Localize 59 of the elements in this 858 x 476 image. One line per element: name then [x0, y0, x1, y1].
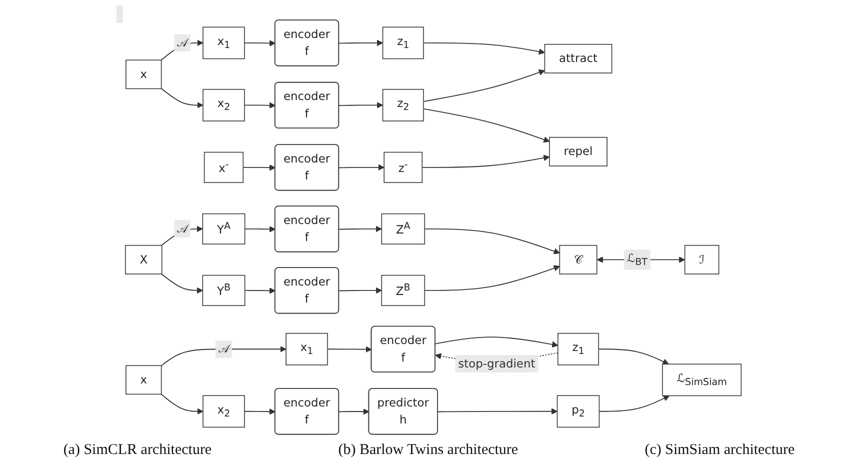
- arrow: [160, 394, 204, 415]
- edge-label: 𝒜: [176, 222, 188, 236]
- arrow: [160, 40, 204, 61]
- arrow: [327, 346, 372, 353]
- node-box: x$_{1}$: [202, 26, 245, 60]
- arrow: [244, 102, 276, 109]
- arrow: [338, 408, 370, 415]
- arrow: [423, 108, 550, 143]
- arrow: [242, 164, 276, 171]
- arrow: [160, 88, 204, 108]
- node-box: Y$^{B}$: [202, 274, 246, 306]
- arrow: [424, 228, 560, 254]
- arrow: [598, 348, 669, 365]
- arrow: [244, 408, 276, 415]
- arrow: [423, 69, 545, 102]
- node-box: p$_{2}$: [556, 395, 600, 428]
- node-box: x: [126, 60, 162, 90]
- node-box: ℒ$_{SimSiam}$: [662, 364, 742, 396]
- arrow: [160, 346, 286, 366]
- arrow: [244, 40, 276, 46]
- node-box: Y$^{A}$: [202, 213, 246, 244]
- node-box: ℐ: [684, 244, 720, 274]
- arrow: [338, 164, 384, 171]
- arrow: [598, 395, 670, 412]
- node-box: z$_{1}$: [557, 332, 600, 366]
- node-box: repel: [549, 136, 608, 166]
- arrow: [437, 408, 558, 415]
- node-box: 𝒞: [559, 244, 598, 274]
- node-box: x: [126, 365, 162, 395]
- node-box: Z$^{B}$: [381, 274, 426, 306]
- arrow: [161, 226, 203, 246]
- arrow: [424, 265, 560, 291]
- arrow: [338, 226, 382, 232]
- arrow: [161, 274, 203, 294]
- arrow: [244, 288, 276, 294]
- node-box: Z$^{A}$: [381, 213, 426, 244]
- node-box: z$_{1}$: [382, 26, 424, 60]
- node-box: x$_{2}$: [202, 88, 245, 122]
- edge-label: 𝒜: [218, 342, 230, 356]
- node-box: attract: [544, 44, 612, 74]
- arrow: [338, 287, 382, 294]
- figure-caption: (b) Barlow Twins architecture: [338, 442, 518, 459]
- node-box: z$_{2}$: [382, 88, 424, 122]
- node-box: x$^{-}$: [204, 152, 244, 183]
- node-box: x$_{2}$: [202, 395, 245, 428]
- figure-caption: (a) SimCLR architecture: [63, 442, 212, 459]
- arrow: [422, 154, 550, 168]
- edge-label: 𝒜: [176, 36, 188, 50]
- arrow: [244, 226, 276, 232]
- node-box: z$^{-}$: [384, 152, 423, 183]
- node-box: X: [125, 244, 162, 274]
- edge-label: stop-gradient: [458, 356, 536, 370]
- arrow: [338, 40, 384, 46]
- edge-label: ℒ$_{BT}$: [626, 251, 648, 268]
- figure-caption: (c) SimSiam architecture: [644, 442, 795, 459]
- arrow: [434, 336, 558, 348]
- arrow: [423, 42, 545, 55]
- node-box: x$_{1}$: [286, 332, 328, 366]
- arrow: [338, 102, 384, 108]
